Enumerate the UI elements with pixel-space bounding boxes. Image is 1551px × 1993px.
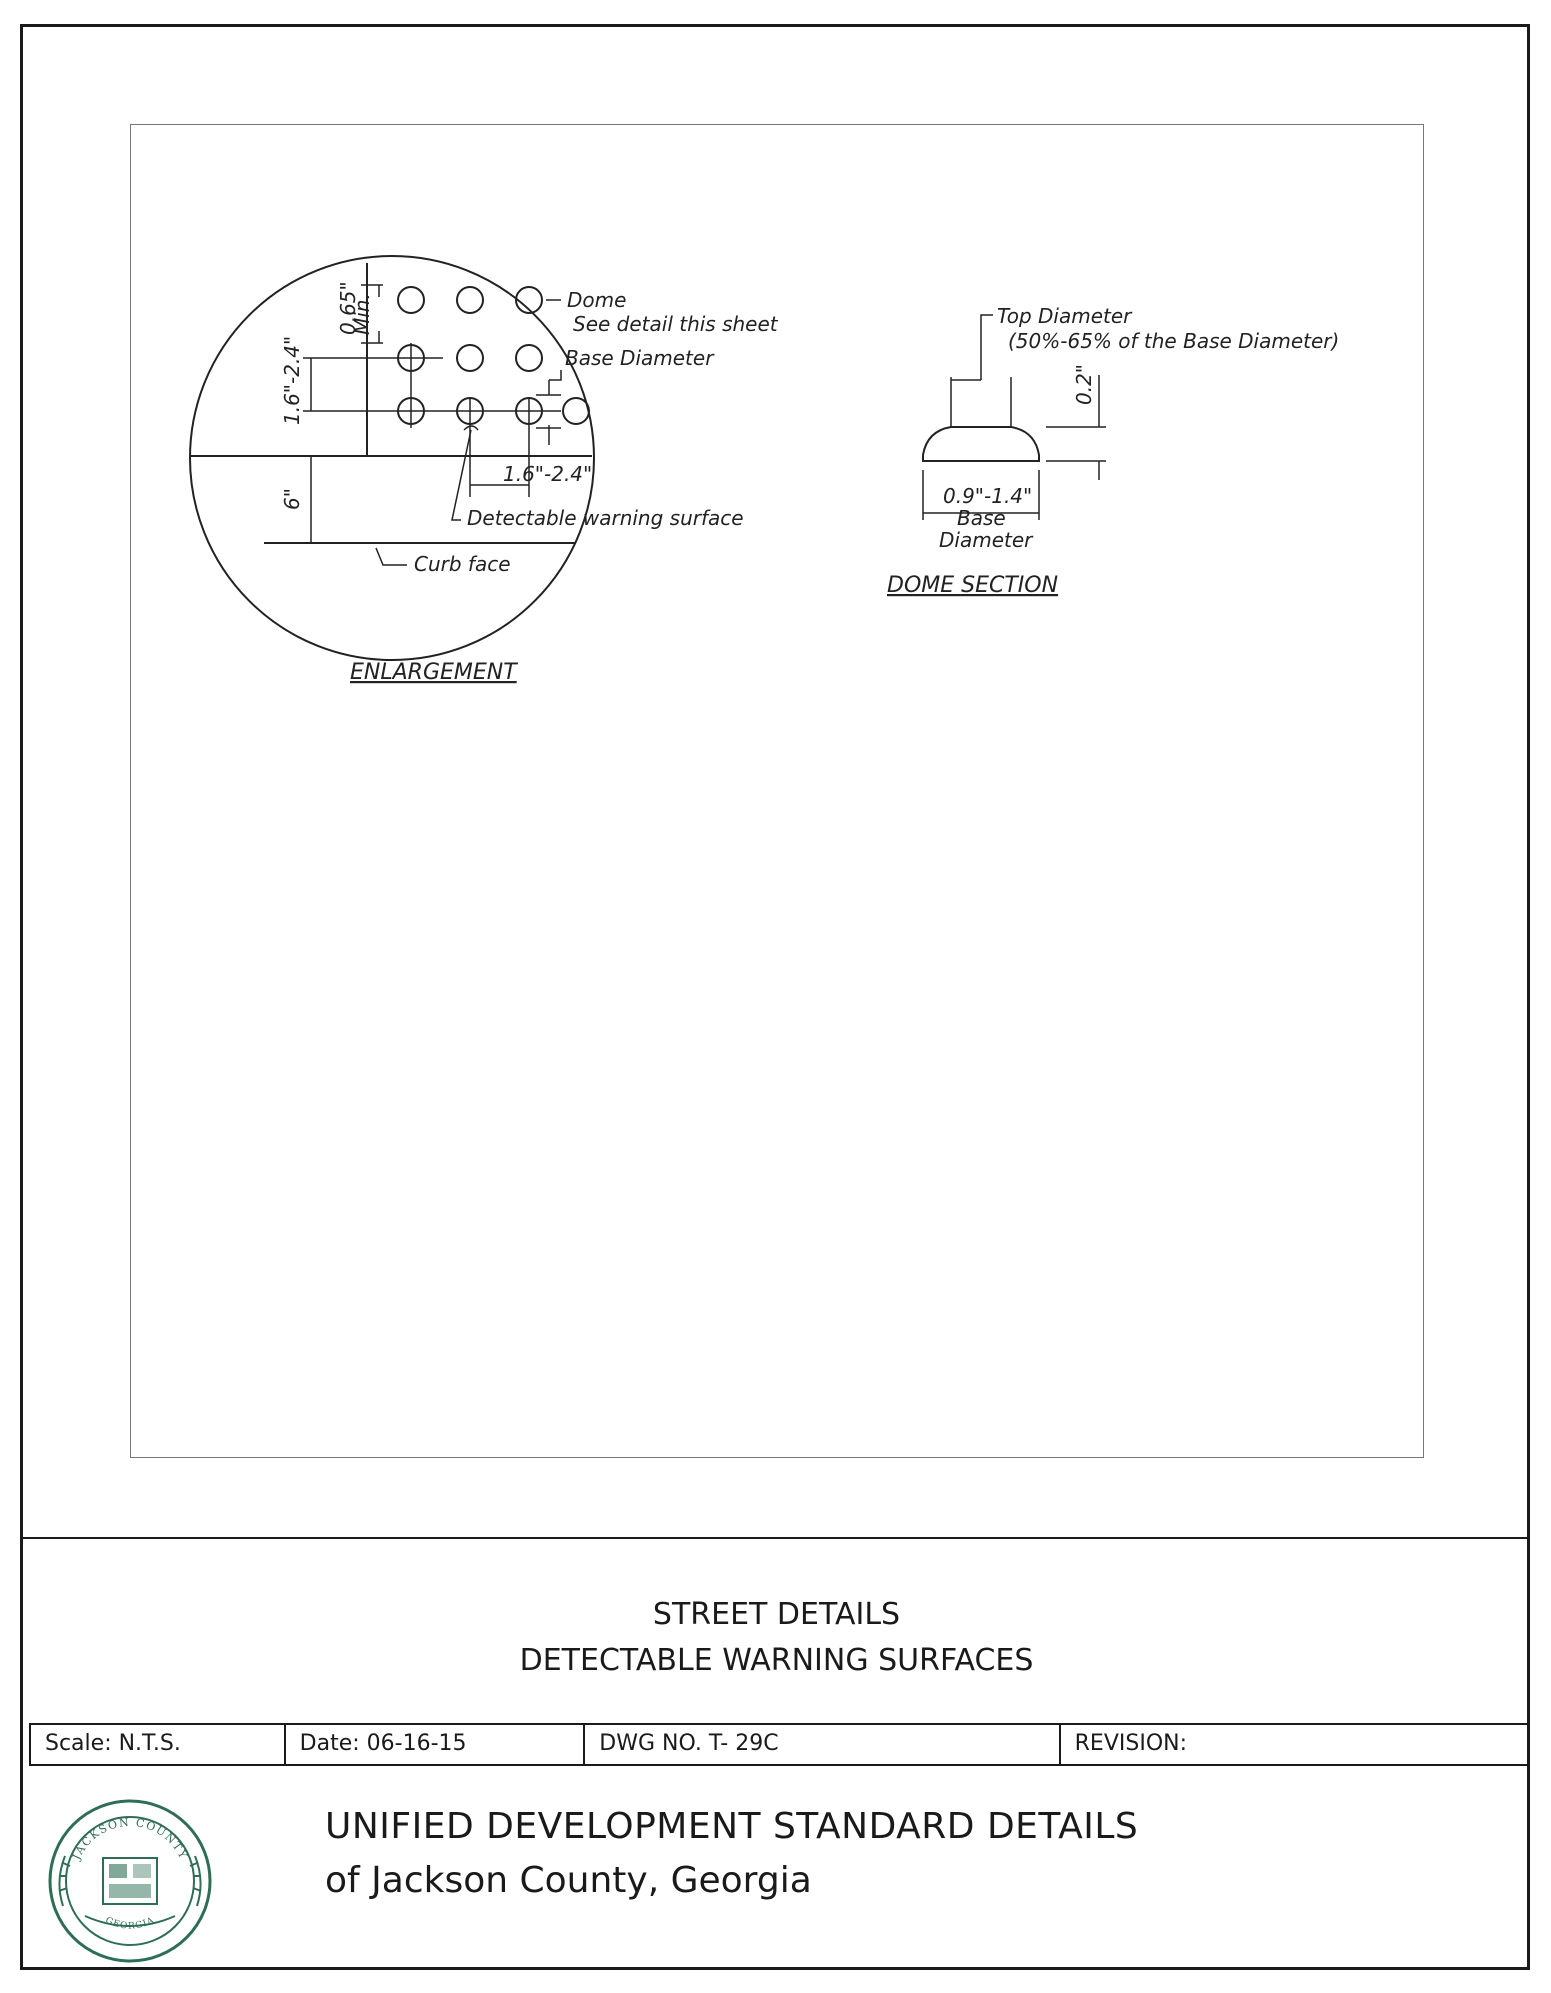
drawing-info-row: Scale: N.T.S. Date: 06-16-15 DWG NO. T- … <box>29 1723 1530 1766</box>
county-seal-logo: JACKSON COUNTY GEORGIA <box>48 1799 212 1963</box>
title-block-heading: STREET DETAILS DETECTABLE WARNING SURFAC… <box>23 1592 1530 1684</box>
enlargement-circle <box>189 255 595 661</box>
min-spacing-suffix: Min. <box>350 293 374 335</box>
dome <box>515 344 543 372</box>
base-label: Base <box>957 506 1006 530</box>
date-cell: Date: 06-16-15 <box>286 1725 586 1764</box>
dome-label: Dome <box>567 288 626 312</box>
seal-bottom-text: GEORGIA <box>104 1916 156 1932</box>
curb-face-label: Curb face <box>414 552 511 576</box>
top-diameter-note: (50%-65% of the Base Diameter) <box>1008 329 1339 353</box>
sheet-title-line1: STREET DETAILS <box>652 1597 901 1632</box>
dome <box>515 286 543 314</box>
organization-block: UNIFIED DEVELOPMENT STANDARD DETAILS of … <box>325 1800 1138 1908</box>
min-spacing-label: 0.65" <box>336 281 360 335</box>
sheet-title-line2: DETECTABLE WARNING SURFACES <box>519 1643 1034 1678</box>
org-title: UNIFIED DEVELOPMENT STANDARD DETAILS <box>325 1806 1139 1847</box>
dome <box>397 286 425 314</box>
org-subtitle: of Jackson County, Georgia <box>325 1860 812 1901</box>
dome <box>562 397 590 425</box>
dome-height-label: 0.2" <box>1072 364 1096 405</box>
drawing-area: Dome See detail this sheet Base Diameter… <box>130 124 1424 1458</box>
base-range-label: 0.9"-1.4" <box>943 484 1032 508</box>
dwg-no-cell: DWG NO. T- 29C <box>585 1725 1061 1764</box>
dome-section-labels: Top Diameter (50%-65% of the Base Diamet… <box>887 304 1339 598</box>
dome <box>456 344 484 372</box>
scale-cell: Scale: N.T.S. <box>31 1725 286 1764</box>
enlargement-detail <box>189 255 595 661</box>
base-diameter-label: Base Diameter <box>565 346 715 370</box>
col-spacing-label: 1.6"-2.4" <box>503 462 592 486</box>
seal-top-text: JACKSON COUNTY <box>69 1816 188 1863</box>
dome-profile <box>922 426 1040 462</box>
drawing-sheet <box>20 24 1530 1970</box>
dome-section-caption: DOME SECTION <box>887 573 1058 598</box>
row-spacing-label: 1.6"-2.4" <box>280 336 304 425</box>
detail-drawing: Dome See detail this sheet Base Diameter… <box>189 255 1339 685</box>
enlargement-caption: ENLARGEMENT <box>350 660 518 685</box>
detectable-surface-label: Detectable warning surface <box>467 506 744 530</box>
revision-cell: REVISION: <box>1074 1731 1188 1756</box>
enlargement-labels: Dome See detail this sheet Base Diameter… <box>280 281 779 685</box>
top-diameter-label: Top Diameter <box>997 304 1133 328</box>
see-detail-label: See detail this sheet <box>573 312 779 336</box>
curb-offset-label: 6" <box>280 488 304 510</box>
dome <box>456 286 484 314</box>
diameter-label: Diameter <box>939 528 1034 552</box>
title-block-divider <box>23 1537 1530 1539</box>
svg-text:GEORGIA: GEORGIA <box>104 1916 157 1932</box>
dome-section-detail <box>922 314 1106 520</box>
svg-text:JACKSON COUNTY: JACKSON COUNTY <box>69 1816 190 1863</box>
